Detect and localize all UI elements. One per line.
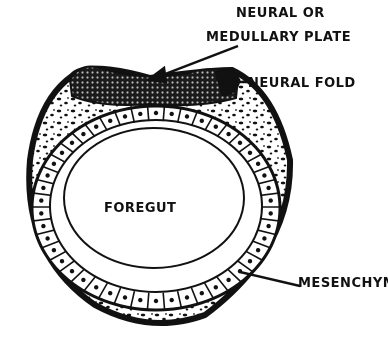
cell-nucleus — [154, 111, 158, 115]
cell-nucleus — [266, 224, 270, 228]
foregut-lumen — [64, 128, 244, 268]
cell-nucleus — [45, 236, 49, 240]
label-neural-plate-line1: NEURAL OR — [236, 6, 325, 21]
cell-nucleus — [154, 299, 158, 303]
label-neural-fold: NEURAL FOLD — [248, 76, 356, 91]
cell-nucleus — [52, 248, 56, 252]
cell-nucleus — [108, 291, 112, 295]
cell-nucleus — [185, 114, 189, 118]
cell-nucleus — [262, 173, 266, 177]
cell-nucleus — [226, 278, 230, 282]
cell-nucleus — [256, 162, 260, 166]
label-neural-plate-line2: MEDULLARY PLATE — [206, 30, 351, 45]
cell-nucleus — [138, 298, 142, 302]
cell-nucleus — [238, 141, 242, 145]
leader-mesenchyme — [240, 272, 300, 286]
cell-nucleus — [200, 291, 204, 295]
cell-nucleus — [248, 151, 252, 155]
cell-nucleus — [256, 248, 260, 252]
cell-nucleus — [262, 236, 266, 240]
cell-nucleus — [226, 132, 230, 136]
label-mesenchyme: MESENCHYME — [298, 276, 388, 291]
cell-nucleus — [70, 141, 74, 145]
cell-nucleus — [60, 259, 64, 263]
cell-nucleus — [70, 269, 74, 273]
cell-nucleus — [41, 186, 45, 190]
cell-nucleus — [138, 112, 142, 116]
neural-plate — [70, 67, 238, 106]
cell-nucleus — [269, 198, 273, 202]
cell-nucleus — [81, 278, 85, 282]
cell-nucleus — [170, 298, 174, 302]
cell-nucleus — [248, 259, 252, 263]
cell-nucleus — [200, 119, 204, 123]
cell-nucleus — [170, 112, 174, 116]
cell-nucleus — [108, 119, 112, 123]
cell-nucleus — [94, 125, 98, 129]
cell-nucleus — [123, 295, 127, 299]
cell-nucleus — [214, 285, 218, 289]
cell-nucleus — [41, 224, 45, 228]
cell-nucleus — [39, 211, 43, 215]
cell-nucleus — [266, 186, 270, 190]
cell-nucleus — [52, 162, 56, 166]
cell-nucleus — [45, 173, 49, 177]
cell-nucleus — [94, 285, 98, 289]
cell-nucleus — [185, 295, 189, 299]
cell-nucleus — [39, 198, 43, 202]
cell-nucleus — [269, 211, 273, 215]
cell-nucleus — [81, 132, 85, 136]
cell-nucleus — [214, 125, 218, 129]
label-foregut: FOREGUT — [104, 201, 176, 216]
cell-nucleus — [123, 114, 127, 118]
cell-nucleus — [60, 151, 64, 155]
